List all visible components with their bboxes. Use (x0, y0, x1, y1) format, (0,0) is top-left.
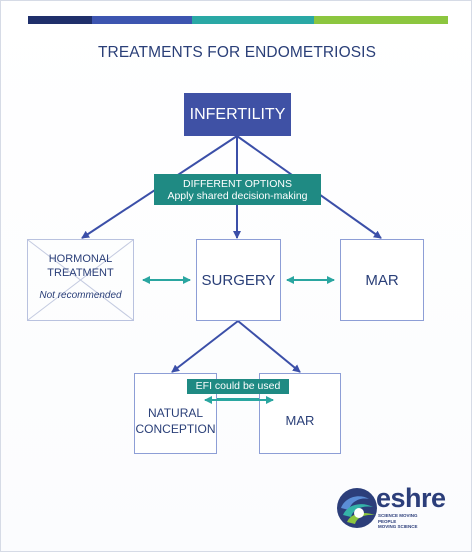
tagline-line-3: MOVING SCIENCE (378, 524, 418, 529)
mar-bottom-label: MAR (285, 413, 315, 428)
surgery-label: SURGERY (201, 271, 276, 289)
hormonal-treatment-node: HORMONAL TREATMENT Not recommended (27, 239, 134, 321)
natural-label-line-2: CONCEPTION (135, 421, 216, 436)
bar-segment-navy (28, 16, 92, 24)
bar-segment-blue (92, 16, 192, 24)
options-title: DIFFERENT OPTIONS (183, 178, 292, 190)
surgery-node: SURGERY (196, 239, 281, 321)
bar-segment-teal (192, 16, 314, 24)
tagline-line-2: PEOPLE (378, 518, 397, 524)
eshre-logo: eshre SCIENCE MOVING PEOPLE MOVING SCIEN… (335, 483, 455, 533)
hormonal-label-line-1: HORMONAL (48, 252, 113, 265)
diagram-title: TREATMENTS FOR ENDOMETRIOSIS (97, 44, 377, 61)
natural-conception-node: NATURAL CONCEPTION (134, 373, 217, 454)
arrow-to-natural (171, 320, 239, 373)
mar-node-top: MAR (340, 239, 424, 321)
tagline-line-1: SCIENCE MOVING (378, 513, 418, 518)
infertility-label: INFERTILITY (189, 105, 286, 123)
natural-label-line-1: NATURAL (147, 405, 204, 420)
eshre-wave-icon (337, 488, 377, 528)
hormonal-label-line-2: TREATMENT (47, 266, 114, 279)
different-options-callout: DIFFERENT OPTIONS Apply shared decision-… (154, 174, 321, 205)
mar-top-label: MAR (365, 271, 399, 289)
arrow-to-mar-bottom (237, 320, 301, 373)
top-color-bar (28, 16, 448, 24)
options-subtitle: Apply shared decision-making (167, 190, 308, 202)
bar-segment-green (314, 16, 448, 24)
hormonal-label: HORMONAL TREATMENT (47, 252, 113, 280)
infertility-node: INFERTILITY (184, 93, 291, 136)
eshre-wordmark: eshre (376, 483, 446, 513)
hormonal-cross-line-2 (27, 239, 134, 321)
not-recommended-note: Not recommended (39, 289, 122, 301)
eshre-tagline: SCIENCE MOVING PEOPLE MOVING SCIENCE (378, 513, 458, 530)
efi-callout: EFI could be used (187, 379, 289, 394)
